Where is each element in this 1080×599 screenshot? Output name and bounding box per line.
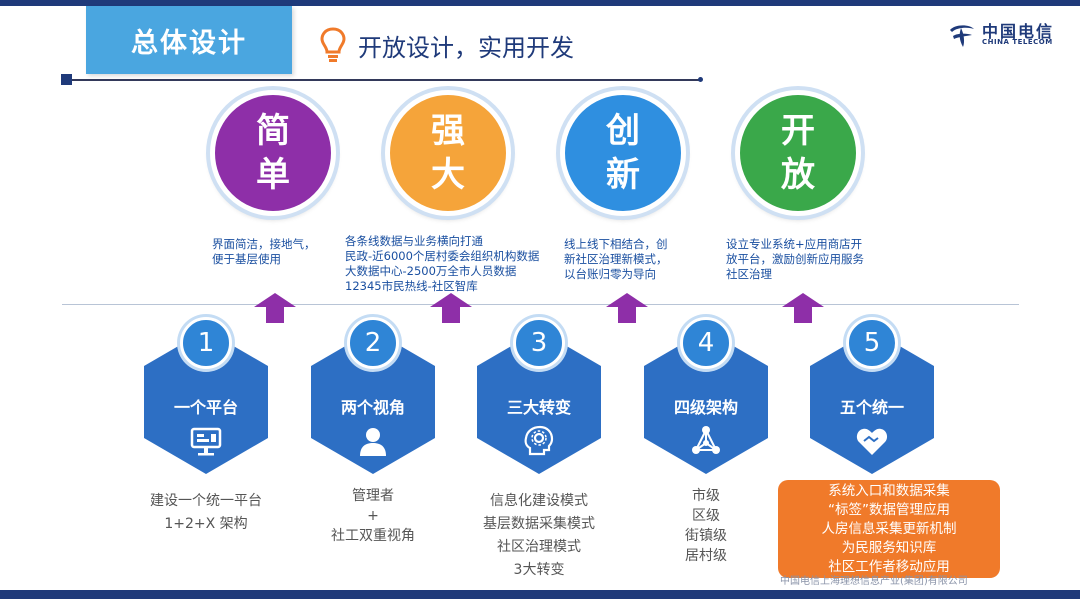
- desc-line: 区级: [692, 508, 720, 524]
- pillar-desc-4: 市级 区级 街镇级 居村级: [626, 486, 786, 566]
- desc-line: 居村级: [685, 548, 727, 564]
- desc-line: “标签”数据管理应用: [828, 501, 950, 518]
- pillar-hexagon-4: 四级架构: [642, 328, 770, 476]
- desc-line: 建设一个统一平台: [150, 493, 262, 509]
- pillar-number-3: 3: [513, 317, 565, 369]
- desc-line: 便于基层使用: [212, 252, 281, 266]
- brain-gear-icon: [524, 425, 554, 456]
- header-divider: [66, 79, 700, 81]
- desc-line: 基层数据采集模式: [483, 516, 595, 532]
- feature-char: 新: [606, 155, 640, 195]
- pillar-number-1: 1: [180, 317, 232, 369]
- feature-circle-open: 开 放: [735, 90, 861, 216]
- pillar-label: 两个视角: [340, 398, 405, 417]
- desc-line: 信息化建设模式: [490, 493, 588, 509]
- desc-line: 各条线数据与业务横向打通: [345, 234, 483, 248]
- pillar-label: 一个平台: [173, 398, 238, 417]
- desc-line: 市级: [692, 488, 720, 504]
- pillar-number-2: 2: [347, 317, 399, 369]
- feature-desc-simple: 界面简洁，接地气， 便于基层使用: [212, 237, 316, 267]
- page-subtitle: 开放设计，实用开发: [358, 34, 574, 62]
- logo-text-cn: 中国电信: [982, 22, 1055, 41]
- pillar-desc-1: 建设一个统一平台 1+2+X 架构: [126, 490, 286, 536]
- feature-circle-simple: 简 单: [210, 90, 336, 216]
- feature-char: 大: [431, 155, 465, 195]
- feature-circle-powerful: 强 大: [385, 90, 511, 216]
- feature-desc-open: 设立专业系统+应用商店开 放平台，激励创新应用服务 社区治理: [726, 237, 864, 282]
- desc-line: 民政-近6000个居村委会组织机构数据: [345, 249, 540, 263]
- bottom-bar: [0, 590, 1080, 599]
- desc-line: 设立专业系统+应用商店开: [726, 237, 863, 251]
- pillar-desc-5: 系统入口和数据采集 “标签”数据管理应用 人房信息采集更新机制 为民服务知识库 …: [778, 480, 1000, 578]
- divider-dot-marker: [698, 77, 703, 82]
- pillar-label: 五个统一: [839, 398, 904, 417]
- logo-text-en: CHINA TELECOM: [982, 38, 1053, 46]
- pillar-label: 三大转变: [506, 398, 571, 417]
- lightbulb-icon: [320, 27, 346, 62]
- desc-line: 社区工作者移动应用: [828, 558, 950, 575]
- feature-char: 单: [256, 155, 290, 195]
- desc-line: 社区治理模式: [497, 539, 581, 555]
- desc-line: 社工双重视角: [331, 528, 415, 544]
- desc-line: 12345市民热线-社区智库: [345, 279, 478, 293]
- desc-line: 系统入口和数据采集: [828, 482, 950, 499]
- up-arrow-icon: [254, 293, 296, 323]
- feature-char: 创: [606, 111, 640, 151]
- desc-line: 管理者: [352, 488, 394, 504]
- footer-company-note: 中国电信上海理想信息产业(集团)有限公司: [780, 576, 968, 587]
- up-arrow-icon: [430, 293, 472, 323]
- monitor-icon: [190, 427, 222, 456]
- desc-line: 人房信息采集更新机制: [821, 520, 957, 537]
- pillar-hexagon-3: 三大转变: [475, 328, 603, 476]
- handshake-heart-icon: [856, 428, 888, 455]
- pillar-hexagon-2: 两个视角: [309, 328, 437, 476]
- desc-line: 街镇级: [685, 528, 727, 544]
- section-divider: [62, 304, 1019, 305]
- pillar-desc-3: 信息化建设模式 基层数据采集模式 社区治理模式 3大转变: [459, 490, 619, 582]
- feature-char: 放: [781, 155, 815, 195]
- desc-line: 大数据中心-2500万全市人员数据: [345, 264, 517, 278]
- feature-desc-powerful: 各条线数据与业务横向打通 民政-近6000个居村委会组织机构数据 大数据中心-2…: [345, 234, 539, 294]
- desc-line: 放平台，激励创新应用服务: [726, 252, 864, 266]
- up-arrow-icon: [606, 293, 648, 323]
- user-icon: [360, 428, 386, 456]
- feature-circle-innovative: 创 新: [560, 90, 686, 216]
- divider-square-marker: [61, 74, 72, 85]
- desc-line: 以台账归零为导向: [564, 267, 656, 281]
- desc-line: 社区治理: [726, 267, 772, 281]
- pillar-number-4: 4: [680, 317, 732, 369]
- up-arrow-icon: [782, 293, 824, 323]
- page-title: 总体设计: [86, 6, 292, 74]
- desc-line: 1+2+X 架构: [164, 516, 248, 532]
- pillar-label: 四级架构: [673, 398, 738, 417]
- pillar-hexagon-5: 五个统一: [808, 328, 936, 476]
- network-icon: [692, 426, 720, 454]
- feature-char: 强: [431, 111, 465, 151]
- desc-line: 线上线下相结合，创: [564, 237, 668, 251]
- china-telecom-logo-icon: [950, 25, 974, 47]
- desc-line: 3大转变: [513, 562, 565, 578]
- feature-desc-innovative: 线上线下相结合，创 新社区治理新模式， 以台账归零为导向: [564, 237, 668, 282]
- desc-line: 为民服务知识库: [841, 539, 937, 556]
- pillar-hexagon-1: 一个平台: [142, 328, 270, 476]
- top-bar: [0, 0, 1080, 6]
- pillar-desc-2: 管理者 + 社工双重视角: [293, 486, 453, 546]
- desc-line: 新社区治理新模式，: [564, 252, 668, 266]
- feature-char: 开: [781, 111, 815, 151]
- desc-line: 界面简洁，接地气，: [212, 237, 316, 251]
- desc-line: +: [367, 508, 379, 524]
- pillar-number-5: 5: [846, 317, 898, 369]
- feature-char: 简: [256, 111, 290, 151]
